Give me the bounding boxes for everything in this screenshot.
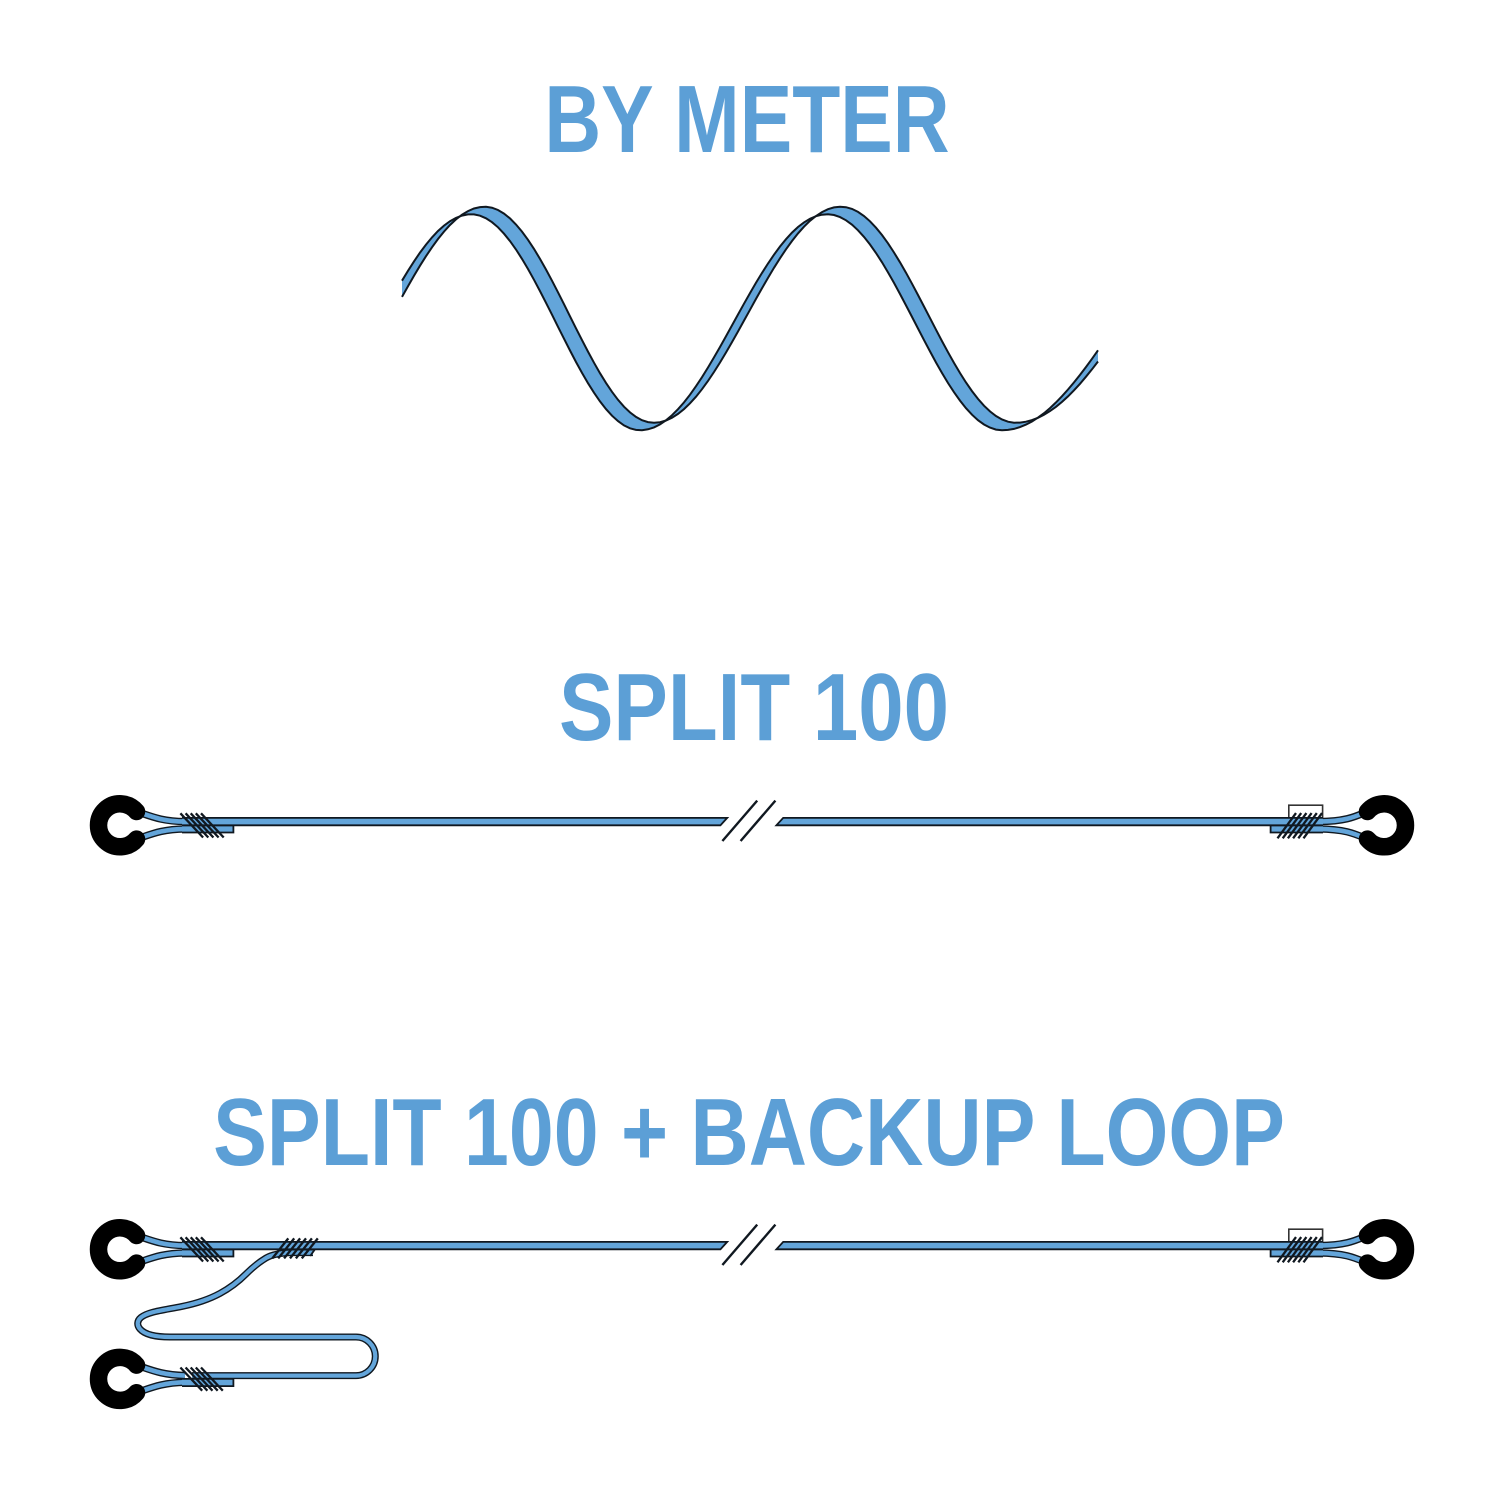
rope-split-100-backup-loop <box>89 1219 1415 1410</box>
splice-stitching <box>179 1236 225 1263</box>
rope-wave <box>401 205 1099 432</box>
section-title-split-100-backup-loop: SPLIT 100 + BACKUP LOOP <box>213 1078 1285 1186</box>
rope-wave-edge-bottom <box>401 213 1099 432</box>
rope-eye <box>89 1348 146 1410</box>
rope-eye <box>1358 1219 1415 1280</box>
rope-wave-edge-top <box>401 205 1099 424</box>
splice-stitching <box>179 1366 224 1392</box>
rope-main-left <box>182 1241 730 1251</box>
splice-stitching <box>1276 1236 1323 1263</box>
splice-stitching <box>1276 812 1323 839</box>
section-title-by-meter: BY METER <box>544 65 950 173</box>
rope-main-left <box>182 817 730 827</box>
rope-eye <box>1358 795 1415 856</box>
length-break-mark <box>721 799 777 842</box>
section-title-split-100: SPLIT 100 <box>558 653 950 761</box>
splice-stitching <box>179 812 225 839</box>
rope-main-right <box>774 817 1323 827</box>
rope-main-right <box>774 1241 1323 1251</box>
backup-rope-end-cut <box>309 1248 316 1257</box>
rope-split-100 <box>89 795 1415 856</box>
backup-loop-rope <box>134 1249 379 1380</box>
rope-eye <box>89 1219 146 1280</box>
splice-stitching <box>271 1237 319 1260</box>
rope-eye <box>89 795 146 856</box>
length-break-mark <box>721 1223 777 1266</box>
